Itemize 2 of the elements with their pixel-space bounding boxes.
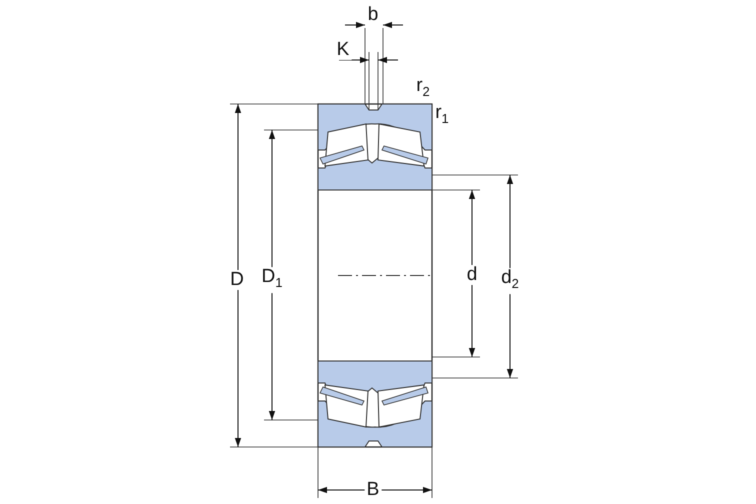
dimension-label: d$_{2}$ (499, 268, 521, 294)
dimension-label: d (464, 265, 480, 285)
